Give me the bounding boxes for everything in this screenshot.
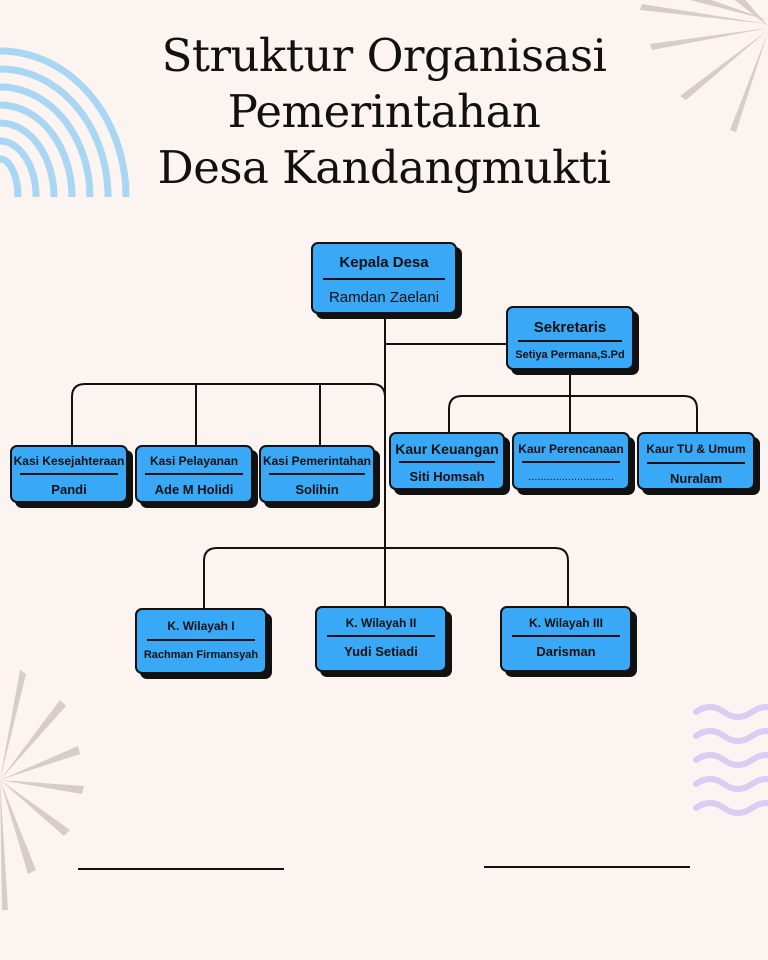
node-divider bbox=[145, 473, 243, 475]
title-line-3: Desa Kandangmukti bbox=[157, 141, 611, 194]
kaur-perencanaan-role: Kaur Perencanaan bbox=[518, 442, 624, 456]
node-wilayah-2: K. Wilayah II Yudi Setiadi bbox=[315, 606, 447, 672]
node-divider bbox=[323, 278, 445, 280]
wilayah-2-role: K. Wilayah II bbox=[345, 616, 417, 630]
kaur-keuangan-role: Kaur Keuangan bbox=[395, 441, 499, 457]
kaur-keuangan-name: Siti Homsah bbox=[409, 469, 485, 484]
node-divider bbox=[518, 340, 622, 342]
node-kaur-tu-umum: Kaur TU & Umum Nuralam bbox=[637, 432, 755, 490]
wilayah-3-name: Darisman bbox=[536, 644, 596, 659]
node-sekretaris: Sekretaris Setiya Permana,S.Pd bbox=[506, 306, 634, 370]
kasi-kesejahteraan-role: Kasi Kesejahteraan bbox=[13, 454, 125, 468]
wilayah-2-name: Yudi Setiadi bbox=[344, 644, 418, 659]
title-line-1: Struktur Organisasi bbox=[161, 29, 607, 82]
title-line-2: Pemerintahan bbox=[227, 85, 541, 138]
node-divider bbox=[269, 473, 365, 475]
kasi-pemerintahan-name: Solihin bbox=[295, 482, 339, 497]
node-divider bbox=[512, 635, 620, 637]
node-divider bbox=[327, 635, 435, 637]
node-wilayah-3: K. Wilayah III Darisman bbox=[500, 606, 632, 672]
sunburst-decoration-top-right bbox=[640, 0, 768, 132]
kasi-kesejahteraan-name: Pandi bbox=[51, 482, 87, 497]
signature-line-left bbox=[78, 868, 284, 870]
node-kaur-keuangan: Kaur Keuangan Siti Homsah bbox=[389, 432, 505, 490]
node-divider bbox=[20, 473, 118, 475]
kaur-perencanaan-name: ............................ bbox=[528, 471, 614, 483]
node-divider bbox=[147, 639, 255, 641]
node-kasi-kesejahteraan: Kasi Kesejahteraan Pandi bbox=[10, 445, 128, 503]
connector-kasi-bracket bbox=[71, 383, 386, 446]
node-divider bbox=[647, 462, 745, 464]
kasi-pemerintahan-role: Kasi Pemerintahan bbox=[262, 454, 372, 468]
kaur-tu-umum-name: Nuralam bbox=[669, 471, 723, 486]
page-title: Struktur Organisasi Pemerintahan Desa Ka… bbox=[0, 28, 768, 196]
kasi-pelayanan-name: Ade M Holidi bbox=[154, 482, 234, 497]
kepala-desa-name: Ramdan Zaelani bbox=[328, 289, 440, 306]
wilayah-1-name: Rachman Firmansyah bbox=[143, 649, 259, 661]
node-divider bbox=[399, 461, 495, 463]
sekretaris-role: Sekretaris bbox=[533, 319, 607, 336]
wilayah-3-role: K. Wilayah III bbox=[529, 616, 603, 630]
wilayah-1-role: K. Wilayah I bbox=[167, 619, 235, 633]
kaur-tu-umum-role: Kaur TU & Umum bbox=[646, 442, 746, 456]
signature-line-right bbox=[484, 866, 690, 868]
node-kaur-perencanaan: Kaur Perencanaan .......................… bbox=[512, 432, 630, 490]
blue-arcs-decoration bbox=[0, 47, 130, 198]
sekretaris-name: Setiya Permana,S.Pd bbox=[515, 349, 625, 361]
connector-kaur-bracket bbox=[448, 395, 698, 432]
purple-waves-decoration bbox=[693, 704, 768, 816]
kepala-desa-role: Kepala Desa bbox=[339, 254, 429, 271]
node-kasi-pemerintahan: Kasi Pemerintahan Solihin bbox=[259, 445, 375, 503]
node-kasi-pelayanan: Kasi Pelayanan Ade M Holidi bbox=[135, 445, 253, 503]
sunburst-decoration-bottom-left bbox=[0, 670, 84, 910]
node-divider bbox=[522, 461, 620, 463]
kasi-pelayanan-role: Kasi Pelayanan bbox=[149, 454, 239, 468]
node-wilayah-1: K. Wilayah I Rachman Firmansyah bbox=[135, 608, 267, 674]
node-kepala-desa: Kepala Desa Ramdan Zaelani bbox=[311, 242, 457, 314]
